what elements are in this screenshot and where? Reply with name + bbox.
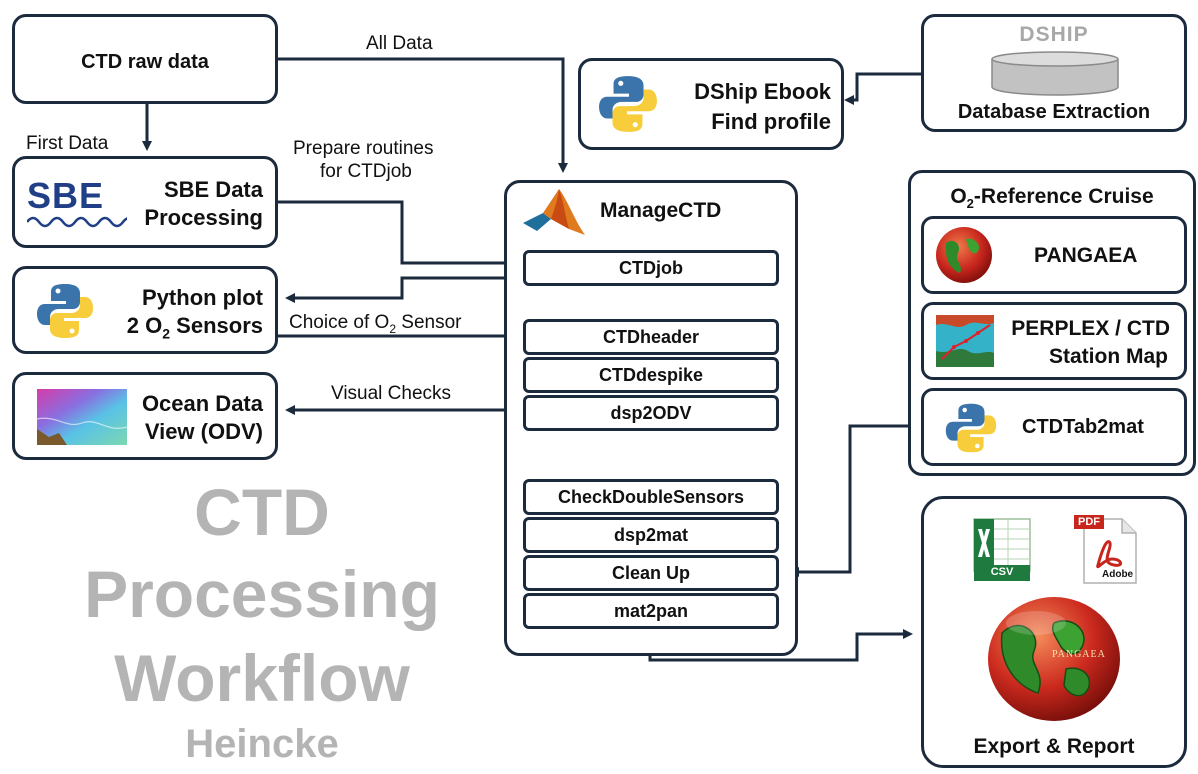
python-icon <box>945 403 997 453</box>
node-python-plot-label-2: 2 O2 Sensors <box>126 313 263 342</box>
dship-logo-text: DSHIP <box>1019 23 1089 46</box>
excel-csv-icon: CSV <box>968 517 1036 583</box>
node-python-plot: Python plot 2 O2 Sensors <box>12 266 278 354</box>
csv-label: CSV <box>990 566 1014 578</box>
label-prepare-1: Prepare routines <box>293 138 434 159</box>
node-python-plot-label-1: Python plot <box>142 285 263 310</box>
sbe-logo-icon: SBE <box>27 177 127 229</box>
node-perplex-label-1: PERPLEX / CTD <box>1011 317 1170 340</box>
edge-ctdjob-python <box>285 276 523 303</box>
node-export-report-label: Export & Report <box>973 735 1135 758</box>
node-odv: Ocean Data View (ODV) <box>12 372 278 460</box>
node-pangaea: PANGAEA <box>921 216 1187 294</box>
node-dship-ebook-label-1: DShip Ebook <box>694 79 831 104</box>
edge-ctdtab-cleanup <box>789 424 921 577</box>
step-checkdoublesensors: CheckDoubleSensors <box>523 479 779 515</box>
pangaea-globe-large-icon <box>988 597 1120 721</box>
step-clean-up: Clean Up <box>523 555 779 591</box>
edge-prepare <box>278 200 515 268</box>
pangaea-logo-text: PANGAEA <box>1052 649 1106 660</box>
pdf-badge: PDF <box>1074 515 1104 529</box>
node-odv-label-1: Ocean Data <box>141 391 263 416</box>
workflow-title-line-3: Workflow <box>114 641 410 715</box>
python-icon <box>599 76 657 132</box>
node-dship-ebook-label-2: Find profile <box>711 109 831 134</box>
python-icon <box>37 284 93 338</box>
step-ctdjob: CTDjob <box>523 250 779 286</box>
workflow-author: Heincke <box>185 722 339 766</box>
node-perplex: PERPLEX / CTD Station Map <box>921 302 1187 380</box>
station-map-icon <box>936 315 994 367</box>
step-dsp2odv: dsp2ODV <box>523 395 779 431</box>
step-dsp2mat: dsp2mat <box>523 517 779 553</box>
pdf-icon: PDF Adobe <box>1074 513 1144 585</box>
workflow-title-line-2: Processing <box>84 557 440 631</box>
node-ctd-raw-data-label: CTD raw data <box>81 51 209 73</box>
group-o2-reference-cruise-label: O2-Reference Cruise <box>950 185 1154 212</box>
node-sbe-label-1: SBE Data <box>163 177 263 202</box>
node-ctd-raw-data: CTD raw data <box>12 14 278 104</box>
adobe-label: Adobe <box>1102 569 1134 580</box>
node-dship-database: DSHIP Database Extraction <box>921 14 1187 132</box>
step-ctdheader: CTDheader <box>523 319 779 355</box>
label-all-data: All Data <box>366 33 433 54</box>
step-ctddespike: CTDdespike <box>523 357 779 393</box>
node-sbe-label-2: Processing <box>144 205 263 230</box>
database-icon <box>991 51 1119 96</box>
node-dship-ebook: DShip Ebook Find profile <box>578 58 844 150</box>
node-pangaea-label: PANGAEA <box>1034 244 1138 267</box>
matlab-logo-icon <box>523 189 585 235</box>
edge-dship-ebook <box>844 72 921 105</box>
node-sbe-processing: SBE SBE Data Processing <box>12 156 278 248</box>
label-prepare-2: for CTDjob <box>320 161 412 182</box>
node-export-report: CSV PDF Adobe PANGAEA Export & Report <box>921 496 1187 768</box>
node-ctdtab2mat: CTDTab2mat <box>921 388 1187 466</box>
odv-section-plot-icon <box>37 389 127 445</box>
node-perplex-label-2: Station Map <box>1049 345 1168 368</box>
label-choice-o2: Choice of O2 Sensor <box>289 312 462 336</box>
node-ctdtab2mat-label: CTDTab2mat <box>1022 416 1144 438</box>
step-mat2pan: mat2pan <box>523 593 779 629</box>
workflow-title-line-1: CTD <box>194 475 330 549</box>
node-odv-label-2: View (ODV) <box>144 419 263 444</box>
node-managectd-label: ManageCTD <box>600 199 722 222</box>
edge-export <box>648 629 913 662</box>
edge-all-data <box>278 57 568 173</box>
label-first-data: First Data <box>26 133 109 154</box>
pangaea-globe-icon <box>936 227 992 283</box>
node-dship-database-label: Database Extraction <box>957 101 1151 123</box>
label-visual-checks: Visual Checks <box>331 383 452 404</box>
